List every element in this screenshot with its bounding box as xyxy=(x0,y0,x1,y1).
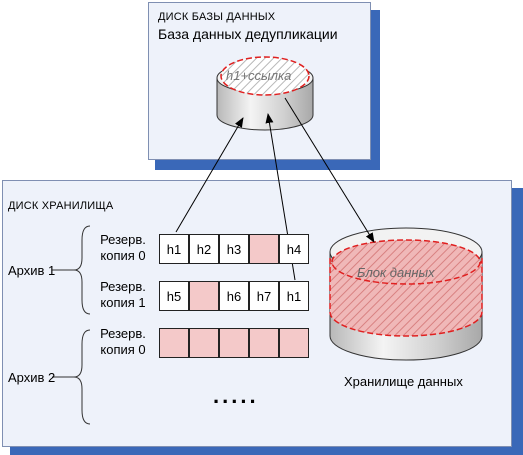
archive2-ellipsis: ..... xyxy=(213,383,259,408)
backup-label-line1: Резерв. xyxy=(100,279,146,294)
backup-label-line1: Резерв. xyxy=(100,232,146,247)
cell-a1b0-4 xyxy=(249,234,279,264)
archive2-label: Архив 2 xyxy=(8,370,56,385)
cell-a1b1-1: h5 xyxy=(159,281,189,311)
cell-a1b0-1: h1 xyxy=(159,234,189,264)
db-cylinder xyxy=(216,56,314,131)
db-record-area xyxy=(220,56,310,96)
archive2-backup0-label: Резерв. копия 0 xyxy=(88,326,158,358)
storage-cylinder xyxy=(329,227,483,361)
cell-a1b0-5: h4 xyxy=(279,234,309,264)
db-record-label: h1+ссылка xyxy=(226,68,292,83)
archive1-label: Архив 1 xyxy=(8,263,56,278)
backup-label-line1: Резерв. xyxy=(100,326,146,341)
storage-disk-title: ДИСК ХРАНИЛИЩА xyxy=(8,200,114,212)
cell-a1b0-3: h3 xyxy=(219,234,249,264)
arrow-db-to-block xyxy=(284,97,375,243)
cell-a1b0-2: h2 xyxy=(189,234,219,264)
cell-a2b0-2 xyxy=(189,328,219,358)
cell-a1b1-4: h7 xyxy=(249,281,279,311)
block-label: Блок данных xyxy=(357,265,435,280)
arrow-h1-to-db xyxy=(175,117,244,233)
db-name: База данных дедупликации xyxy=(158,26,338,42)
cell-a1b1-2 xyxy=(189,281,219,311)
backup-label-line2: копия 0 xyxy=(100,248,146,263)
cell-a2b0-4 xyxy=(249,328,279,358)
cell-a2b0-5 xyxy=(279,328,309,358)
cell-a1b1-3: h6 xyxy=(219,281,249,311)
storage-label: Хранилище данных xyxy=(344,374,463,389)
backup-label-line2: копия 1 xyxy=(100,295,146,310)
db-disk-panel xyxy=(148,2,371,160)
cell-a2b0-3 xyxy=(219,328,249,358)
archive1-backup1-label: Резерв. копия 1 xyxy=(88,279,158,311)
archive1-backup0-label: Резерв. копия 0 xyxy=(88,232,158,264)
db-disk-title: ДИСК БАЗЫ ДАННЫХ xyxy=(158,11,276,23)
cell-a1b1-5: h1 xyxy=(279,281,309,311)
backup-label-line2: копия 0 xyxy=(100,342,146,357)
cell-a2b0-1 xyxy=(159,328,189,358)
